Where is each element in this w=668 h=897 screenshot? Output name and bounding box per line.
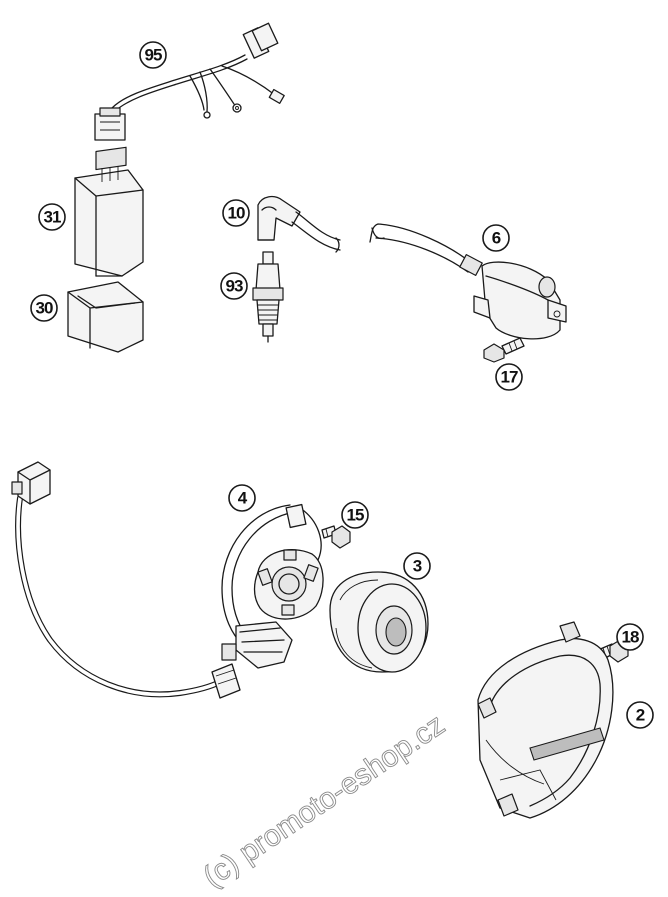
callout-18: 18 [616,623,644,651]
cdi-holder-part [67,281,144,353]
callout-6: 6 [482,224,510,252]
svg-text:6: 6 [492,229,501,248]
callout-10: 10 [222,199,250,227]
svg-text:10: 10 [228,204,245,223]
spark-plug-cap-part [257,195,301,241]
callout-93: 93 [220,272,248,300]
svg-text:93: 93 [226,277,243,296]
svg-text:30: 30 [36,299,53,318]
callout-2: 2 [626,701,654,729]
callout-3: 3 [403,552,431,580]
callout-31: 31 [38,203,66,231]
spark-plug-part [252,251,284,343]
callout-30: 30 [30,294,58,322]
cdi-unit-part [74,146,144,277]
bolt-17-part [483,337,525,363]
svg-text:95: 95 [145,46,162,65]
stator-cable-part [11,461,241,699]
svg-text:2: 2 [636,706,645,725]
svg-text:15: 15 [347,506,364,525]
ignition-coil-part [369,223,567,340]
callout-17: 17 [495,363,523,391]
ignition-cover-part [477,621,614,819]
wiring-harness-part [94,22,285,141]
svg-text:17: 17 [501,368,518,387]
callout-4: 4 [228,484,256,512]
screw-15-part [321,525,351,549]
stator-part [221,503,324,669]
watermark-text: (c) promoto-eshop.cz [197,708,450,894]
flywheel-rotor-part [329,571,429,673]
callout-15: 15 [341,501,369,529]
svg-text:31: 31 [44,208,61,227]
callout-95: 95 [139,41,167,69]
svg-text:18: 18 [622,628,639,647]
svg-text:3: 3 [413,557,422,576]
svg-text:4: 4 [238,489,248,508]
